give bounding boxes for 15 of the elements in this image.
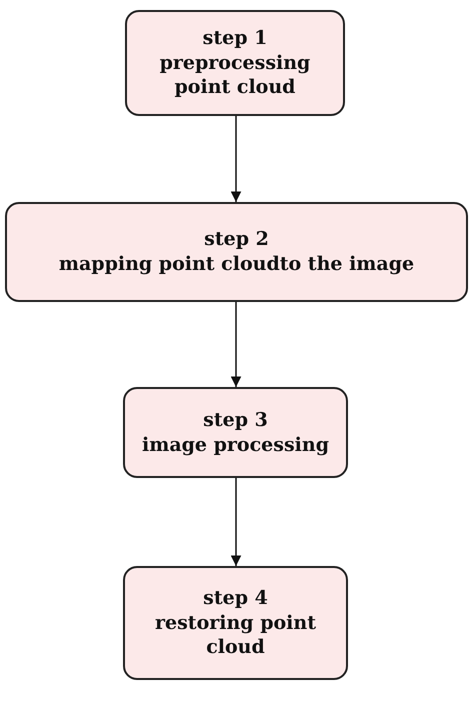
process-box <box>125 10 345 116</box>
arrow <box>230 478 242 566</box>
step-text: preprocessing point cloud <box>158 50 312 100</box>
step-text: mapping point cloudto the image <box>58 252 414 277</box>
step-heading: step 4 <box>203 586 268 611</box>
step-heading: step 1 <box>202 26 268 51</box>
step-heading: step 2 <box>204 227 269 252</box>
step-text: restoring point cloud <box>154 610 317 660</box>
arrow <box>230 302 242 387</box>
process-box <box>5 202 468 302</box>
process-box <box>123 566 348 680</box>
arrow <box>230 116 242 202</box>
step-heading: step 3 <box>203 408 268 432</box>
process-box <box>123 387 348 478</box>
step-text: image processing <box>142 432 329 458</box>
